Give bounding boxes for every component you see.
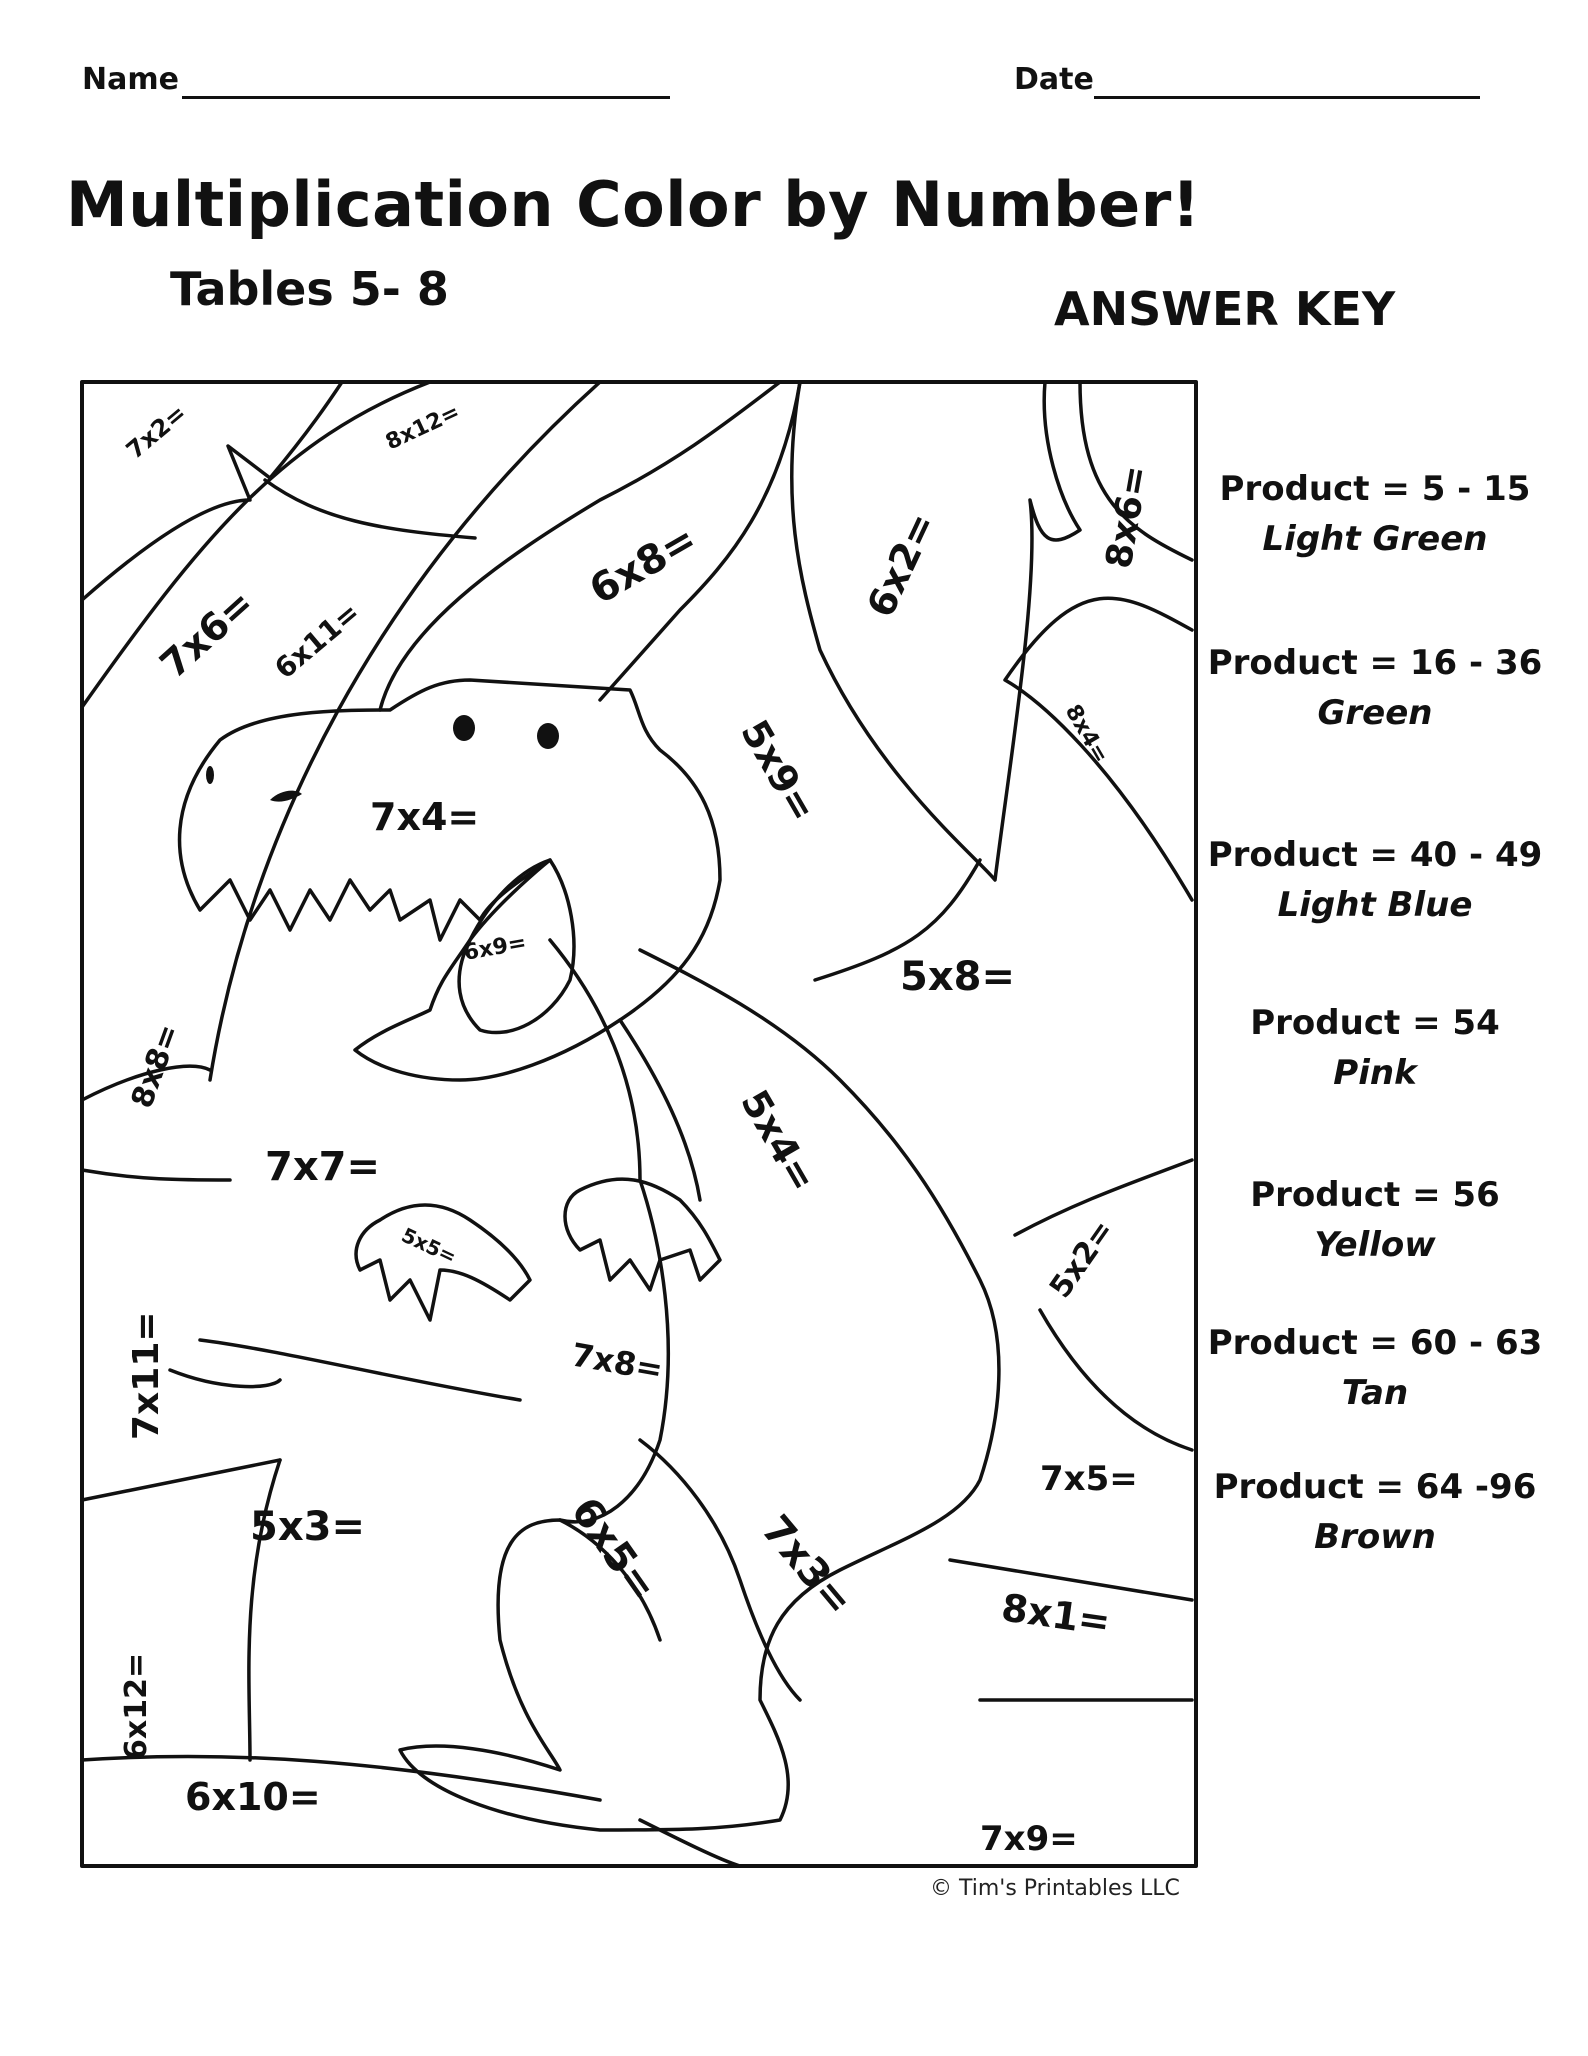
panel-outline <box>80 1754 602 1802</box>
key-range: Product = 40 - 49 <box>1207 835 1543 875</box>
panel-outline <box>1013 1158 1194 1237</box>
key-color-name: Yellow <box>1314 1225 1436 1265</box>
key-range: Product = 54 <box>1250 1003 1500 1043</box>
coloring-picture: 7x2= 8x12= 7x6=6x11= 6x8= 5x9= 6x2= 8x6= 8x4= 7x… <box>80 380 1198 1868</box>
panel-outline <box>80 1458 282 1502</box>
problem-label: 6x12= <box>119 1653 154 1760</box>
key-item: Product = 54 Pink <box>1200 998 1550 1098</box>
date-label: Date <box>1014 62 1094 97</box>
dinosaur-eye <box>453 715 475 741</box>
problem-label: 7x6= <box>152 581 263 687</box>
problem-label: 6x8= <box>582 516 705 613</box>
leaf-outline <box>1078 380 1194 562</box>
problem-label: 5x4= <box>732 1083 825 1200</box>
problem-label: 8x1= <box>999 1585 1113 1644</box>
leaf-outline <box>1003 596 1194 902</box>
panel-outline <box>168 1368 282 1389</box>
dinosaur-arm-outline <box>354 1203 532 1322</box>
key-item: Product = 60 - 63 Tan <box>1200 1318 1550 1418</box>
page-title: Multiplication Color by Number! <box>66 168 1201 241</box>
key-range: Product = 64 -96 <box>1213 1467 1537 1507</box>
problem-label: 7x7= <box>265 1144 380 1190</box>
dinosaur-outline <box>398 938 1001 1832</box>
leaf-outline <box>598 380 802 702</box>
problem-label: 6x2= <box>858 506 944 624</box>
key-range: Product = 56 <box>1250 1175 1500 1215</box>
subtitle: Tables 5- 8 <box>170 262 449 316</box>
key-item: Product = 16 - 36 Green <box>1200 638 1550 738</box>
panel-outline <box>198 1338 522 1402</box>
key-range: Product = 60 - 63 <box>1207 1323 1543 1363</box>
name-label: Name <box>82 62 179 97</box>
leaf-outline <box>378 380 782 712</box>
key-color-name: Light Blue <box>1277 885 1473 925</box>
name-line[interactable] <box>182 96 670 99</box>
key-color-name: Pink <box>1333 1053 1417 1093</box>
dinosaur-neck-outline <box>618 1018 702 1202</box>
panel-outline <box>80 1168 232 1182</box>
dinosaur-leg-outline <box>638 1438 802 1702</box>
leaf-outline <box>80 380 432 712</box>
key-range: Product = 16 - 36 <box>1207 643 1543 683</box>
picture-frame <box>80 380 1198 1868</box>
problem-label: 7x5= <box>1040 1459 1138 1499</box>
dinosaur-leg-outline <box>558 1518 662 1642</box>
panel-outline <box>638 1818 742 1868</box>
answer-key-label: ANSWER KEY <box>1054 282 1396 336</box>
problem-label: 6x10= <box>185 1775 321 1819</box>
problem-label: 5x2= <box>1043 1214 1121 1305</box>
dinosaur-eye <box>537 723 559 749</box>
mouth-outline <box>457 858 576 1035</box>
dinosaur-mouth-mark <box>270 790 302 802</box>
problem-label: 7x11= <box>126 1311 167 1440</box>
leaf-outline <box>80 380 344 602</box>
problem-label: 8x6= <box>1098 463 1156 572</box>
key-item: Product = 56 Yellow <box>1200 1170 1550 1270</box>
key-range: Product = 5 - 15 <box>1219 469 1531 509</box>
dinosaur-head-outline <box>177 678 722 1082</box>
problem-label: 7x2= <box>121 399 192 465</box>
leaf-outline <box>263 478 477 540</box>
panel-outline <box>80 1064 212 1102</box>
panel-outline <box>1038 1308 1194 1452</box>
key-color-name: Green <box>1317 693 1433 733</box>
key-color-name: Brown <box>1314 1517 1436 1557</box>
problem-label: 7x9= <box>980 1819 1078 1859</box>
problem-label: 7x8= <box>569 1335 666 1388</box>
problem-label: 7x4= <box>370 795 479 839</box>
key-color-name: Light Green <box>1262 519 1488 559</box>
date-line[interactable] <box>1094 96 1480 99</box>
copyright: © Tim's Printables LLC <box>930 1876 1180 1901</box>
dinosaur-face <box>206 715 559 802</box>
problem-label: 8x12= <box>382 400 464 456</box>
key-item: Product = 5 - 15 Light Green <box>1200 464 1550 564</box>
panel-outline <box>948 1558 1194 1602</box>
key-item: Product = 40 - 49 Light Blue <box>1200 830 1550 930</box>
problem-label: 5x8= <box>900 954 1015 1000</box>
panel-outline <box>247 1458 282 1762</box>
problem-label: 5x3= <box>250 1504 365 1550</box>
dinosaur-nostril <box>206 766 214 784</box>
problem-label: 5x5= <box>398 1223 460 1269</box>
problem-label: 5x9= <box>732 713 825 830</box>
panel-outline <box>813 858 982 982</box>
dinosaur-arm-outline <box>563 1177 722 1292</box>
problem-label: 8x4= <box>1060 701 1113 768</box>
leaf-outline <box>789 380 1082 882</box>
key-color-name: Tan <box>1341 1373 1409 1413</box>
problem-label: 6x11= <box>268 596 366 686</box>
